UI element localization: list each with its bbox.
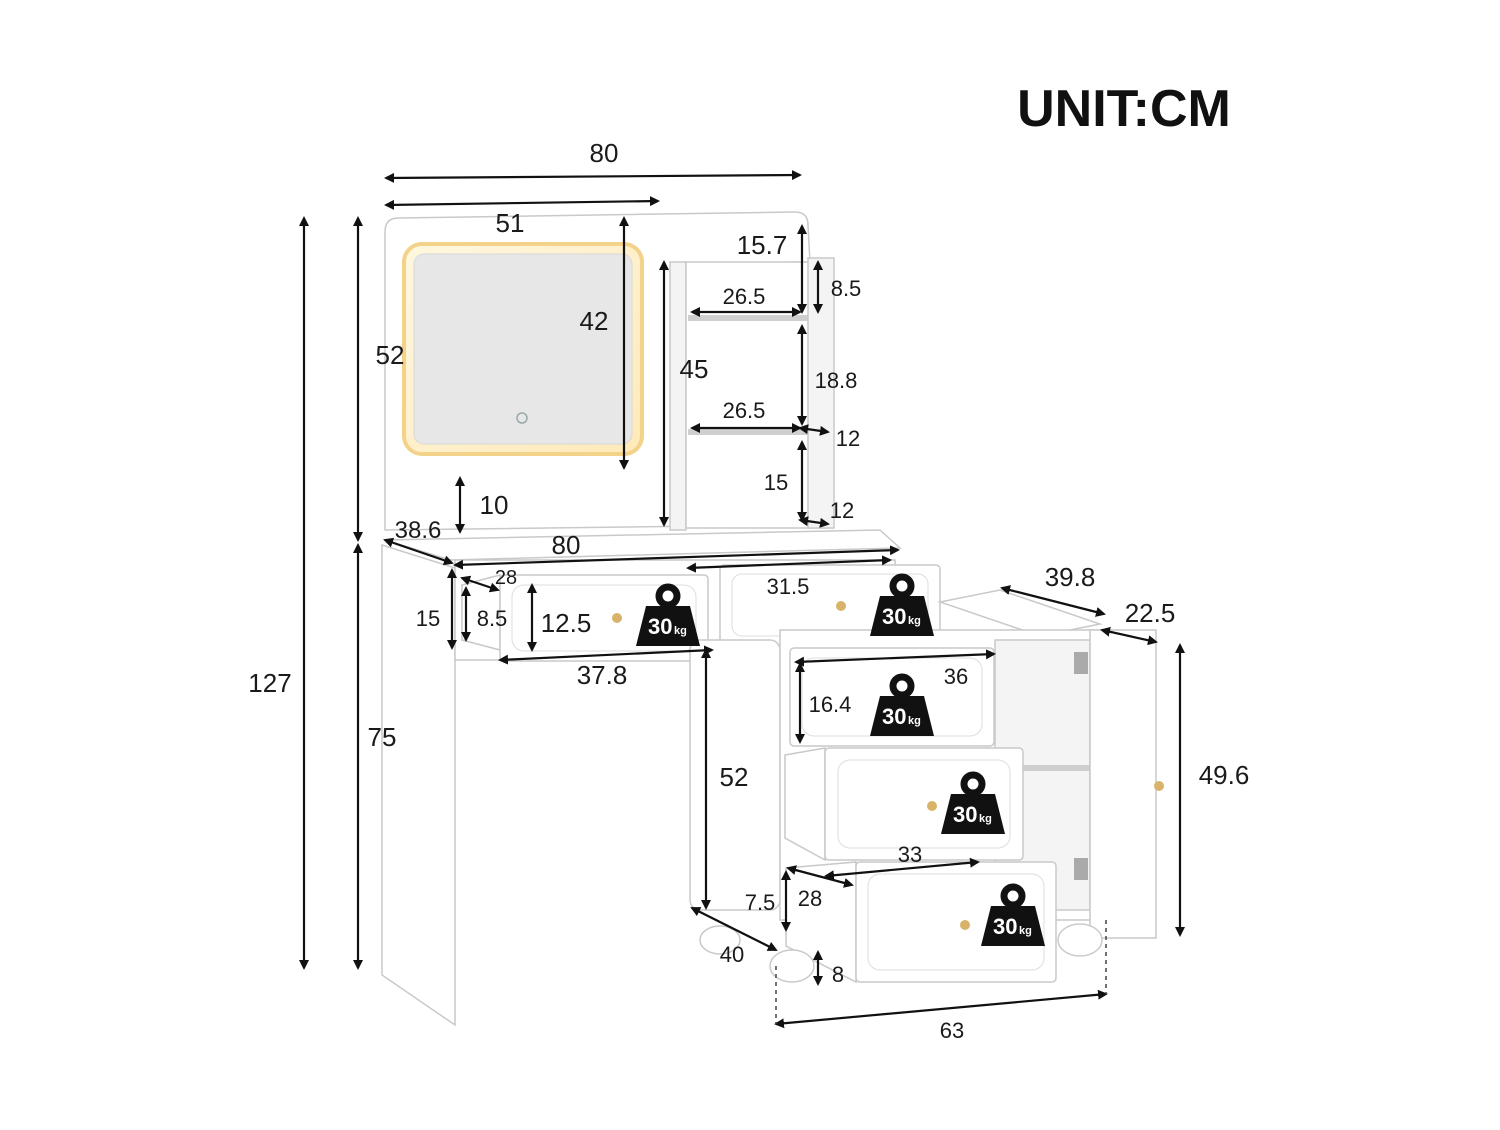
dim-divider-height: 45 (680, 354, 709, 384)
dim-drawer-left-width: 37.8 (577, 660, 628, 690)
hinge-top-icon (1074, 652, 1088, 674)
dim-door-depth: 22.5 (1125, 598, 1176, 628)
dim-mirror-width: 51 (496, 208, 525, 238)
dim-shelf-width-1: 26.5 (723, 284, 766, 309)
unit-label: UNIT:CM (1017, 80, 1231, 138)
dim-cabinet-height: 52 (720, 762, 749, 792)
weight-badge-unit: kg (674, 625, 687, 637)
weight-badge-cabinet-drawer-3: 30 kg (981, 887, 1045, 946)
right-drawer-knob (836, 601, 846, 611)
dim-desk-height: 75 (368, 722, 397, 752)
dim-drawer-left-depth: 28 (495, 567, 517, 589)
dim-drawer-left-inner-height: 12.5 (541, 608, 592, 638)
touch-button-icon (516, 412, 528, 424)
dim-shelf-height-low: 15 (764, 470, 788, 495)
left-drawer-knob (612, 613, 622, 623)
cabinet-drawer-2-panel (837, 759, 1011, 849)
dim-drawer-right-width: 31.5 (767, 574, 810, 599)
cabinet-door (1089, 629, 1157, 939)
desk-top (384, 529, 902, 561)
cabinet-drawer-2-knob (927, 801, 937, 811)
dim-bottom-drawer-depth: 28 (798, 886, 822, 911)
dim-top-shelf-inner: 8.5 (831, 276, 862, 301)
weight-badge-unit: kg (1019, 925, 1032, 937)
dim-desk-depth: 38.6 (395, 517, 442, 544)
weight-badge-number: 30 (882, 604, 906, 629)
dim-mirror-height: 42 (580, 306, 609, 336)
weight-badge-unit: kg (908, 715, 921, 727)
mirror (413, 253, 633, 445)
dimension-arrows (299, 170, 1185, 1029)
hinge-bottom-icon (1074, 858, 1088, 880)
dim-door-height: 49.6 (1199, 760, 1250, 790)
weight-badge-unit: kg (979, 813, 992, 825)
dim-cabinet-depth: 39.8 (1045, 562, 1096, 592)
weight-badge-right-drawer: 30 kg (870, 577, 934, 636)
dim-cabinet-width: 63 (940, 1018, 964, 1043)
dim-top-width: 80 (590, 138, 619, 168)
weight-badge-number: 30 (882, 704, 906, 729)
weight-badge-cabinet-drawer-2: 30 kg (941, 775, 1005, 834)
dim-hutch-height: 52 (376, 340, 405, 370)
dim-shelf-depth-1: 12 (836, 426, 860, 451)
dim-cabinet-side-depth: 40 (720, 942, 744, 967)
dim-bottom-drawer-width: 33 (898, 842, 922, 867)
weight-badge-cabinet-drawer-1: 30 kg (870, 677, 934, 736)
dim-cabinet-drawer-width: 36 (944, 664, 968, 689)
weight-badge-number: 30 (953, 802, 977, 827)
weight-badge-number: 30 (993, 914, 1017, 939)
dim-cabinet-drawer-height: 16.4 (809, 692, 852, 717)
dim-drawer-left-inner: 8.5 (477, 606, 508, 631)
weight-badge-number: 30 (648, 614, 672, 639)
dim-shelf-depth-2: 12 (830, 498, 854, 523)
weight-badge-unit: kg (908, 615, 921, 627)
door-knob (1154, 781, 1164, 791)
cabinet-top (937, 589, 1103, 637)
dim-shelf-width-2: 26.5 (723, 398, 766, 423)
dim-foot-height: 8 (832, 962, 844, 987)
dim-bottom-drawer-height: 7.5 (745, 890, 776, 915)
dim-total-height: 127 (248, 668, 291, 698)
dim-top-shelf-height: 15.7 (737, 230, 788, 260)
dim-shelf-height-mid: 18.8 (815, 368, 858, 393)
weight-badge-left-drawer: 30 kg (636, 587, 700, 646)
dim-desk-width: 80 (552, 530, 581, 560)
dim-drawer-left-height: 15 (416, 606, 440, 631)
cabinet-drawer-3-knob (960, 920, 970, 930)
dim-shelf-gap-top: 10 (480, 490, 509, 520)
divider-panel (669, 261, 687, 531)
foot-right (1057, 923, 1103, 957)
